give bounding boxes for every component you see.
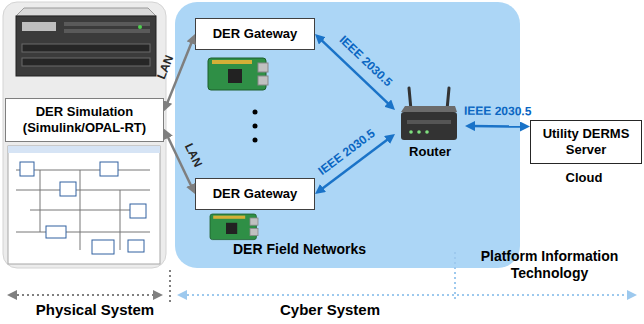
node-text: DER Gateway bbox=[213, 186, 298, 202]
chip bbox=[226, 223, 237, 234]
usb-port bbox=[258, 63, 268, 72]
node-text: DER Simulation (Simulink/OPAL-RT) bbox=[10, 104, 159, 135]
board bbox=[210, 214, 256, 240]
router-part bbox=[417, 130, 421, 134]
hardware-logo bbox=[22, 22, 56, 31]
gpio-header bbox=[213, 216, 245, 219]
dot bbox=[253, 124, 258, 129]
connector bbox=[471, 125, 524, 128]
usb-port bbox=[258, 76, 268, 85]
section-label: Physical System bbox=[20, 301, 170, 319]
simulator-hardware bbox=[16, 8, 156, 76]
gateway-board bbox=[208, 58, 268, 90]
cloud-label: Cloud bbox=[530, 170, 638, 186]
edge-label: LAN bbox=[181, 141, 205, 169]
router-part bbox=[401, 112, 457, 140]
server-box: Utility DERMS Server bbox=[530, 120, 642, 164]
model-wires bbox=[16, 170, 150, 250]
hardware-ports bbox=[22, 58, 150, 66]
chip bbox=[228, 69, 242, 83]
edge-label: LAN bbox=[154, 53, 177, 81]
router-part bbox=[401, 106, 457, 112]
gateway-board bbox=[210, 214, 258, 240]
gateway-box: DER Gateway bbox=[195, 178, 315, 210]
node-text: DER Field Networks bbox=[233, 241, 366, 258]
gateway-box: DER Gateway bbox=[195, 18, 315, 50]
dot bbox=[253, 110, 258, 115]
edge-label: IEEE 2030.5 bbox=[464, 104, 532, 119]
model-block bbox=[130, 204, 146, 218]
simulation-box: DER Simulation (Simulink/OPAL-RT) bbox=[5, 98, 164, 142]
hardware-ports bbox=[22, 44, 150, 52]
router-icon bbox=[395, 86, 465, 144]
dot bbox=[253, 138, 258, 143]
platform-label: Platform Information Technology bbox=[462, 248, 637, 282]
model-block bbox=[100, 162, 118, 176]
edge-label: IEEE 2030.5 bbox=[336, 33, 395, 90]
hardware-vent bbox=[64, 29, 150, 33]
edge-label: IEEE 2030.5 bbox=[315, 126, 378, 178]
router-part bbox=[409, 130, 413, 134]
span-arrow bbox=[182, 294, 632, 296]
model-block bbox=[60, 182, 76, 196]
board bbox=[208, 58, 266, 90]
span-arrow bbox=[12, 294, 158, 296]
node-text: Router bbox=[409, 144, 451, 160]
screenshot-toolbar bbox=[8, 146, 160, 153]
model-block bbox=[46, 226, 66, 238]
node-text: Utility DERMS Server bbox=[535, 126, 637, 157]
usb-port bbox=[250, 228, 258, 235]
router-part bbox=[407, 120, 451, 124]
hardware-top bbox=[16, 8, 156, 16]
router-node: Router bbox=[395, 86, 465, 166]
section-label: Cyber System bbox=[230, 301, 430, 319]
simulation-model-screenshot bbox=[8, 146, 160, 264]
gpio-header bbox=[212, 60, 252, 64]
node-text: DER Gateway bbox=[213, 26, 298, 42]
usb-port bbox=[250, 218, 258, 225]
separator-line bbox=[169, 270, 171, 302]
model-block bbox=[128, 240, 144, 252]
model-block bbox=[20, 162, 34, 176]
hardware-vent bbox=[64, 22, 150, 26]
physical-panel bbox=[3, 2, 166, 268]
hardware-led bbox=[138, 25, 142, 29]
screenshot-frame bbox=[8, 146, 160, 264]
router-part bbox=[425, 130, 429, 134]
model-block bbox=[92, 240, 114, 254]
separator-line bbox=[454, 252, 456, 302]
ellipsis-dots bbox=[253, 110, 258, 143]
hardware-front bbox=[16, 16, 156, 76]
